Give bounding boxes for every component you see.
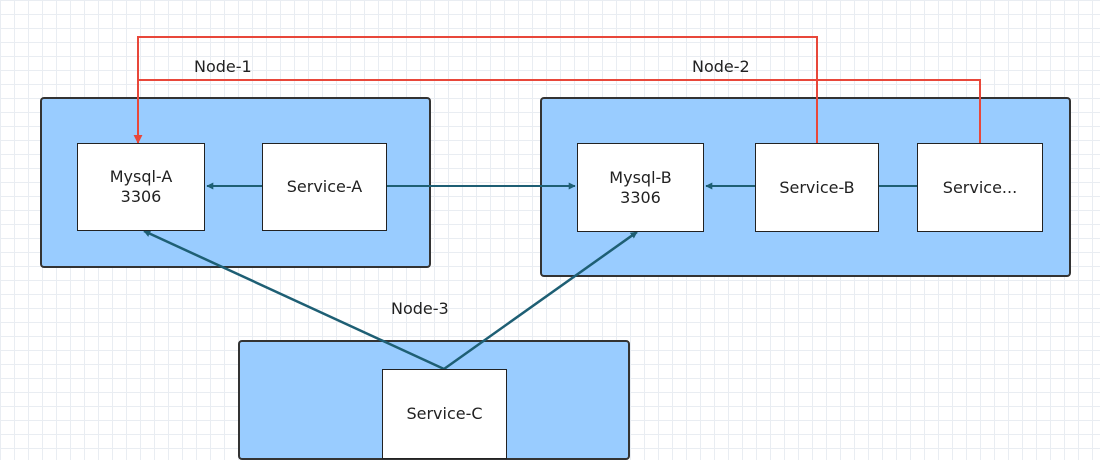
node-2-label: Node-2 xyxy=(692,57,750,76)
mysql-a-port: 3306 xyxy=(120,187,162,206)
mysql-a-box: Mysql-A 3306 xyxy=(77,143,205,231)
service-c-name: Service-C xyxy=(406,404,483,423)
mysql-b-name: Mysql-B xyxy=(609,167,672,187)
mysql-b-box: Mysql-B 3306 xyxy=(577,143,704,232)
service-b-name: Service-B xyxy=(779,177,855,197)
service-a-box: Service-A xyxy=(262,143,387,231)
node-3-label: Node-3 xyxy=(391,299,449,318)
mysql-b-port: 3306 xyxy=(620,187,661,207)
node-1-label: Node-1 xyxy=(194,57,252,76)
service-b-box: Service-B xyxy=(755,143,879,232)
service-more-name: Service... xyxy=(942,177,1018,197)
service-more-box: Service... xyxy=(917,143,1043,232)
mysql-a-name: Mysql-A xyxy=(109,167,173,186)
service-a-name: Service-A xyxy=(286,177,363,196)
service-c-box: Service-C xyxy=(382,369,507,459)
